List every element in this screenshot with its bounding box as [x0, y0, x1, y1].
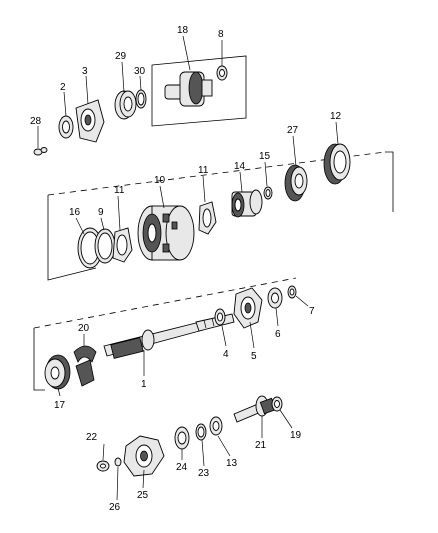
lower-group-left-edge	[33, 328, 45, 391]
callout-26: 26	[109, 502, 121, 513]
part-13-bearing	[209, 416, 223, 436]
part-12-ring-gear	[323, 143, 351, 185]
part-18-output-shaft	[164, 71, 213, 107]
callout-6: 6	[275, 329, 281, 340]
part-23-snap-ring	[195, 423, 207, 441]
part-6-bearing	[267, 287, 283, 309]
part-11-gasket-right	[198, 201, 217, 235]
part-17-sprocket	[44, 354, 71, 390]
part-11-gasket-left	[112, 227, 133, 263]
callout-18: 18	[177, 25, 189, 36]
callout-13: 13	[226, 458, 238, 469]
part-29-bearing	[114, 90, 137, 120]
callout-16: 16	[69, 207, 81, 218]
part-4-washer	[214, 308, 226, 326]
part-28-pin	[33, 147, 48, 156]
part-9-ring	[94, 228, 116, 264]
upper-group-frame	[47, 195, 97, 281]
part-14-clutch-hub	[231, 189, 263, 218]
lower-group-dashed-edge	[33, 277, 297, 329]
callout-3: 3	[82, 66, 88, 77]
callout-9: 9	[98, 207, 104, 218]
part-10-carrier-drum	[137, 205, 195, 261]
assembly-18-frame	[151, 55, 247, 127]
part-25-yoke-flange	[123, 435, 165, 477]
part-8-small-bearing	[216, 65, 228, 81]
callout-2: 2	[60, 82, 66, 93]
part-30-snap-ring	[135, 89, 147, 109]
leader-lines	[37, 35, 339, 501]
callout-1: 1	[141, 379, 147, 390]
callout-17: 17	[54, 400, 66, 411]
callout-12: 12	[330, 111, 342, 122]
part-3-housing	[75, 99, 105, 143]
callout-30: 30	[134, 66, 146, 77]
callout-labels: 28 2 3 29 30 18 8 16 9 11 10 11 14 15 27…	[30, 25, 342, 513]
part-24-seal	[174, 426, 190, 450]
callout-8: 8	[218, 29, 224, 40]
callout-25: 25	[137, 490, 149, 501]
upper-group-dashed-edge	[47, 151, 386, 196]
part-20-drive-chain	[73, 345, 97, 387]
callout-29: 29	[115, 51, 127, 62]
part-26-washer	[114, 457, 122, 467]
part-1-main-shaft	[103, 313, 235, 359]
part-19-bearing	[271, 396, 283, 412]
callout-19: 19	[290, 430, 302, 441]
part-15-snap-ring	[263, 186, 273, 200]
callout-27: 27	[287, 125, 299, 136]
callout-23: 23	[198, 468, 210, 479]
callout-22: 22	[86, 432, 98, 443]
part-7-small-ring	[287, 285, 297, 299]
callout-21: 21	[255, 440, 267, 451]
callout-5: 5	[251, 351, 257, 362]
callout-11-right: 11	[198, 165, 209, 176]
callout-4: 4	[223, 349, 229, 360]
part-5-flanged-housing	[233, 287, 263, 329]
part-21-output-shaft	[233, 395, 277, 423]
part-2-bearing-ring	[58, 115, 74, 139]
callout-14: 14	[234, 161, 246, 172]
callout-24: 24	[176, 462, 188, 473]
callout-11-left: 11	[114, 185, 125, 196]
upper-group-right-edge	[385, 151, 394, 212]
callout-28: 28	[30, 116, 42, 127]
callout-7: 7	[309, 306, 315, 317]
callout-15: 15	[259, 151, 271, 162]
part-22-nut	[96, 460, 110, 472]
part-27-gear	[284, 164, 308, 202]
callout-10: 10	[154, 175, 166, 186]
callout-20: 20	[78, 323, 90, 334]
